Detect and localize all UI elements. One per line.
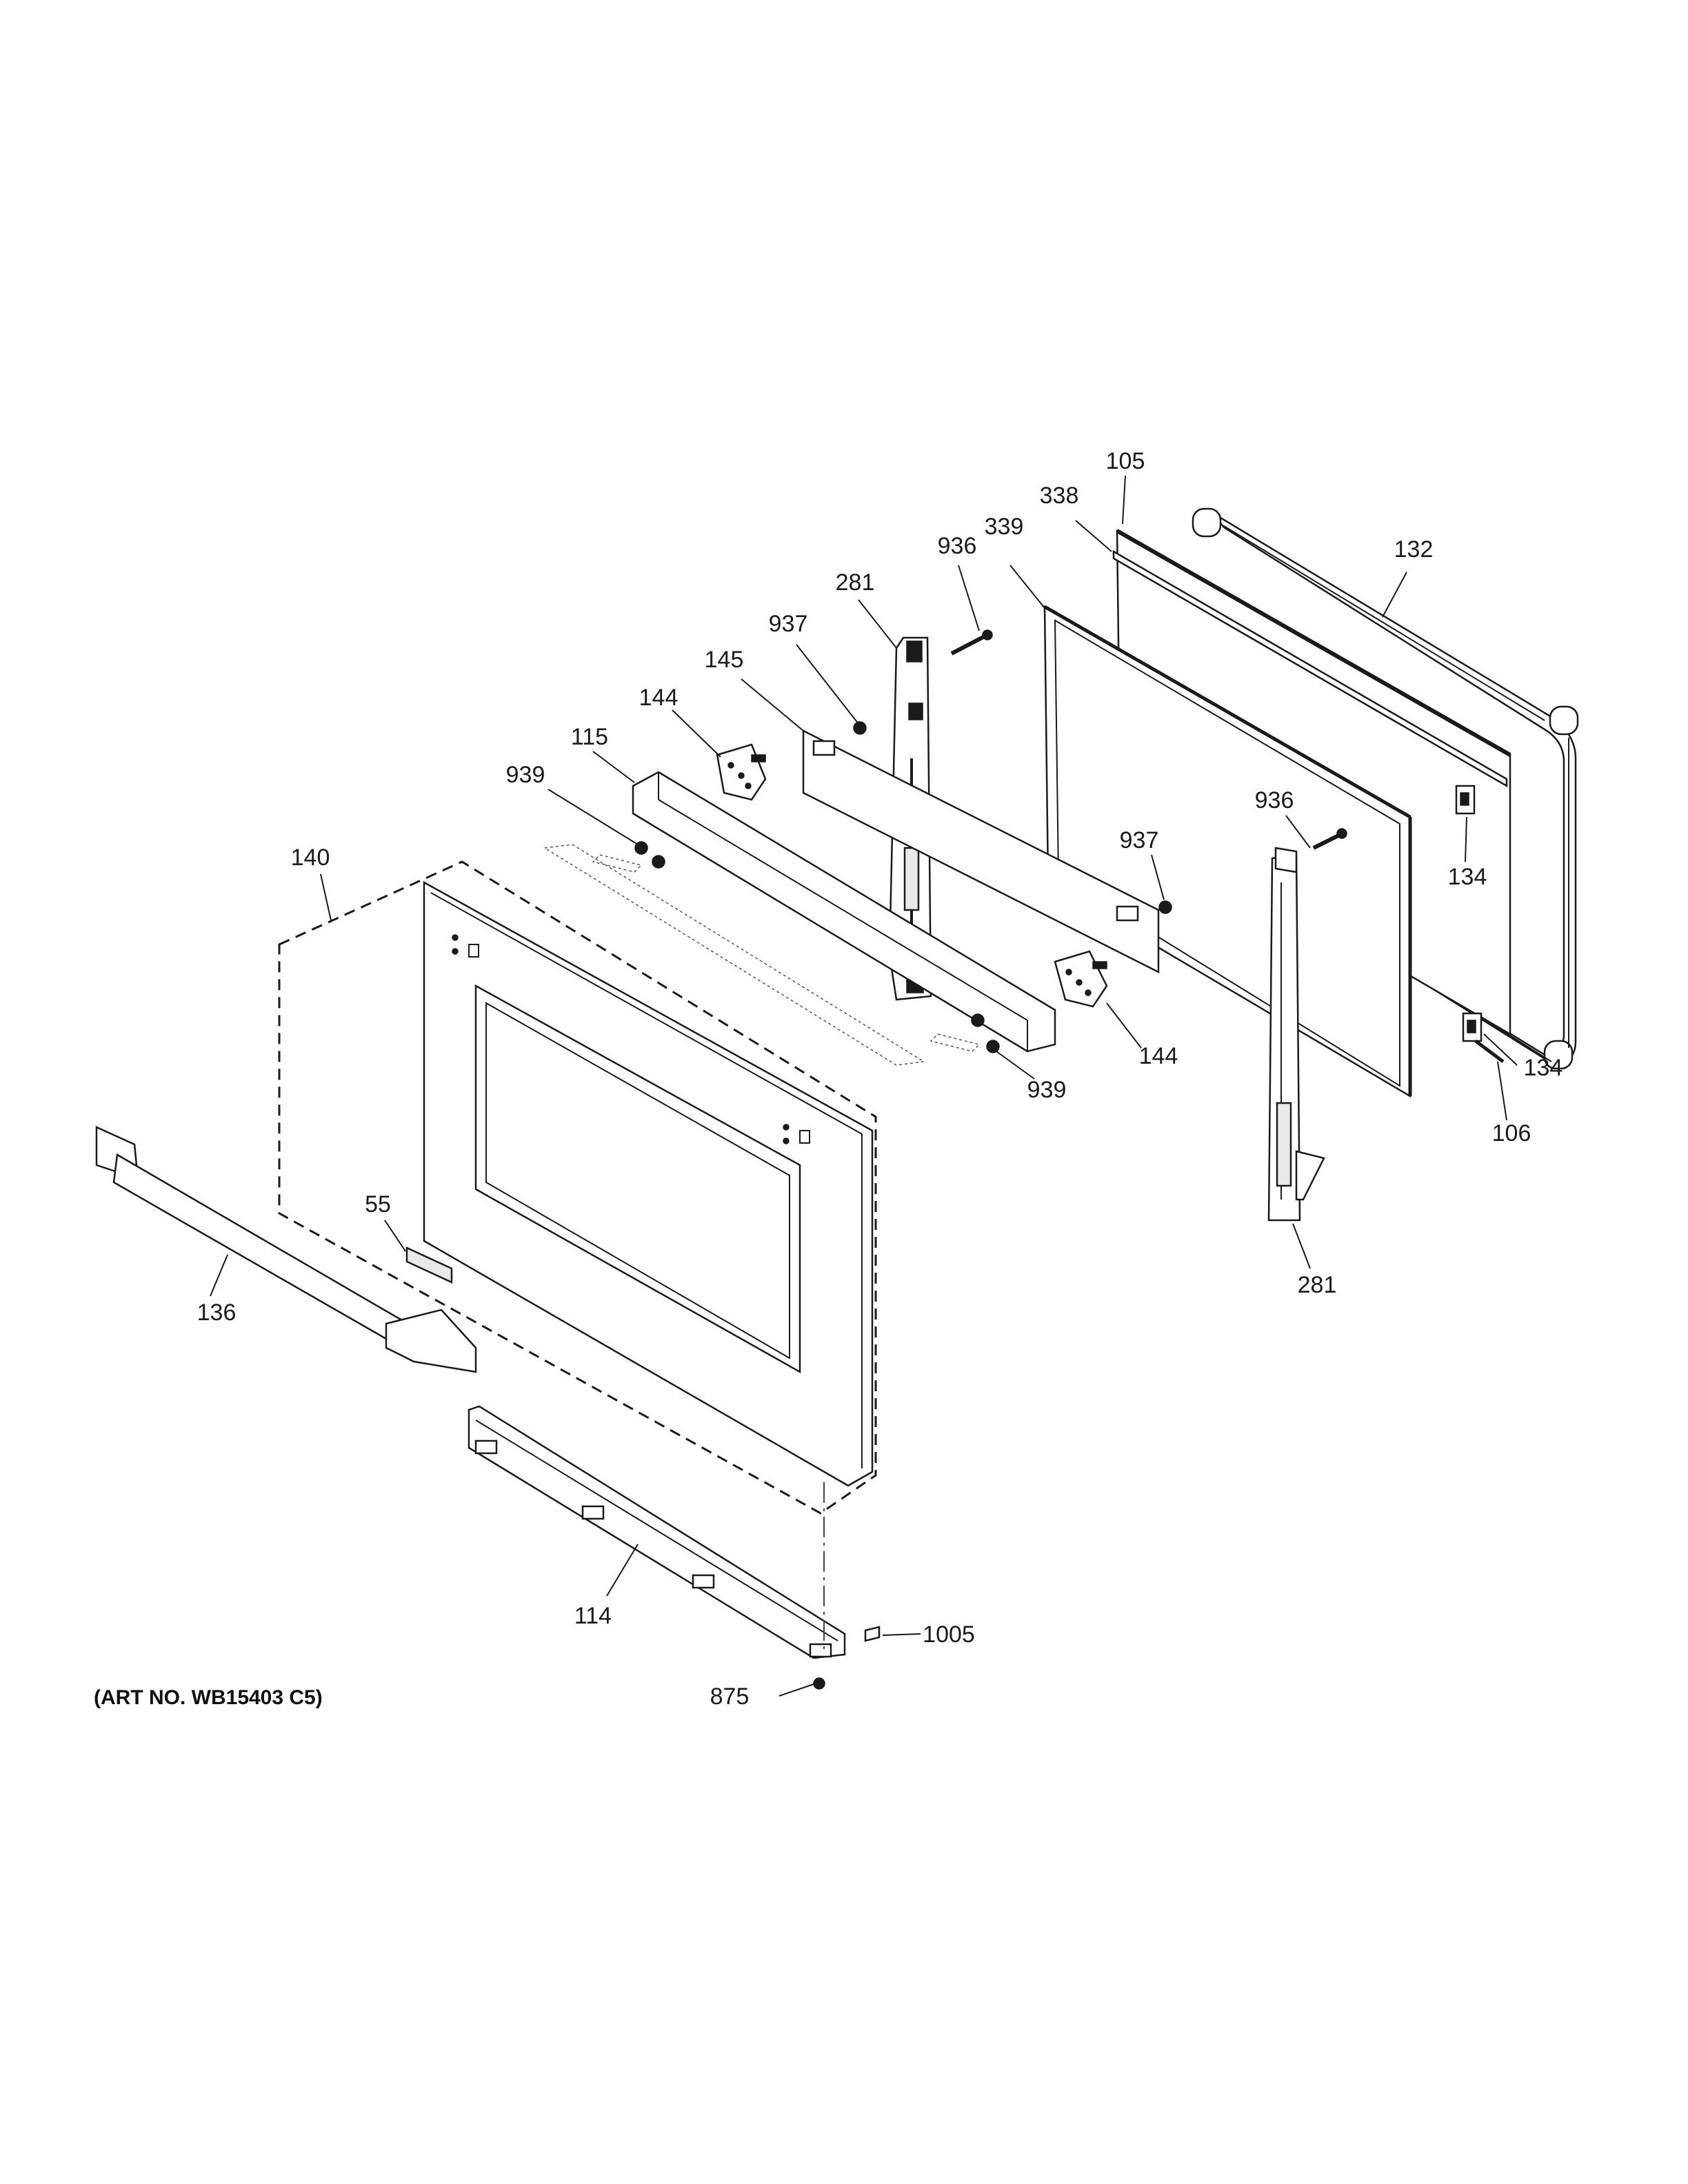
door-handle-136 — [95, 1126, 477, 1373]
screw-939-top — [634, 841, 665, 869]
door-glass-panel-338 — [1112, 549, 1508, 788]
callout-105: 105 — [1106, 448, 1145, 474]
screw-937-top — [853, 721, 867, 735]
glass-clip-134-bottom — [1462, 1012, 1483, 1042]
callout-136: 136 — [197, 1300, 237, 1326]
callout-140: 140 — [291, 845, 330, 871]
callout-937-top: 937 — [769, 611, 808, 637]
hinge-bracket-145 — [802, 729, 1160, 974]
outer-door-panel — [405, 880, 874, 1487]
callout-339: 339 — [985, 514, 1024, 540]
art-number: (ART NO. WB15403 C5) — [94, 1686, 323, 1709]
vent-strip — [543, 844, 981, 1066]
callout-338: 338 — [1040, 483, 1079, 509]
hinge-block-144-bottom — [1054, 950, 1108, 1008]
callout-939-top: 939 — [506, 762, 545, 788]
glass-clip-134-top — [1455, 785, 1476, 815]
screw-939-bottom — [971, 1013, 1000, 1053]
callout-281-bottom: 281 — [1298, 1272, 1337, 1298]
hinge-block-144-top — [716, 743, 767, 801]
callout-875: 875 — [710, 1684, 750, 1710]
door-hinge-281-right — [1267, 847, 1325, 1222]
callout-144-top: 144 — [639, 685, 679, 711]
callout-115: 115 — [571, 724, 608, 750]
screw-875 — [813, 1677, 825, 1690]
callout-labels: 105 338 132 339 936 281 937 145 144 115 … — [197, 448, 1563, 1710]
callout-936-top: 936 — [938, 533, 977, 559]
screw-937-right — [1158, 900, 1172, 914]
screw-936-right — [1312, 828, 1347, 850]
callout-114: 114 — [574, 1603, 612, 1629]
door-assembly-140-boundary — [278, 860, 877, 1515]
callout-145: 145 — [705, 647, 744, 673]
callout-134-bottom: 134 — [1524, 1055, 1563, 1081]
callout-144-bottom: 144 — [1139, 1043, 1178, 1069]
callout-55: 55 — [365, 1191, 391, 1217]
door-bottom-trim-114 — [468, 1405, 846, 1659]
callout-106: 106 — [1492, 1120, 1531, 1146]
door-top-channel-115 — [632, 771, 1056, 1053]
clip-1005 — [864, 1626, 881, 1642]
leader-lines — [210, 475, 1518, 1697]
callout-134-top: 134 — [1448, 864, 1487, 890]
callout-937-right: 937 — [1120, 827, 1159, 853]
callout-132: 132 — [1394, 536, 1434, 563]
callout-1005: 1005 — [923, 1621, 975, 1648]
glass-pack-339 — [1043, 605, 1412, 1098]
screw-936-top — [950, 629, 993, 656]
callout-939-bottom: 939 — [1027, 1077, 1067, 1103]
door-rod-106 — [1474, 1040, 1505, 1063]
callout-936-right: 936 — [1255, 787, 1294, 813]
callout-281-top: 281 — [836, 569, 875, 596]
